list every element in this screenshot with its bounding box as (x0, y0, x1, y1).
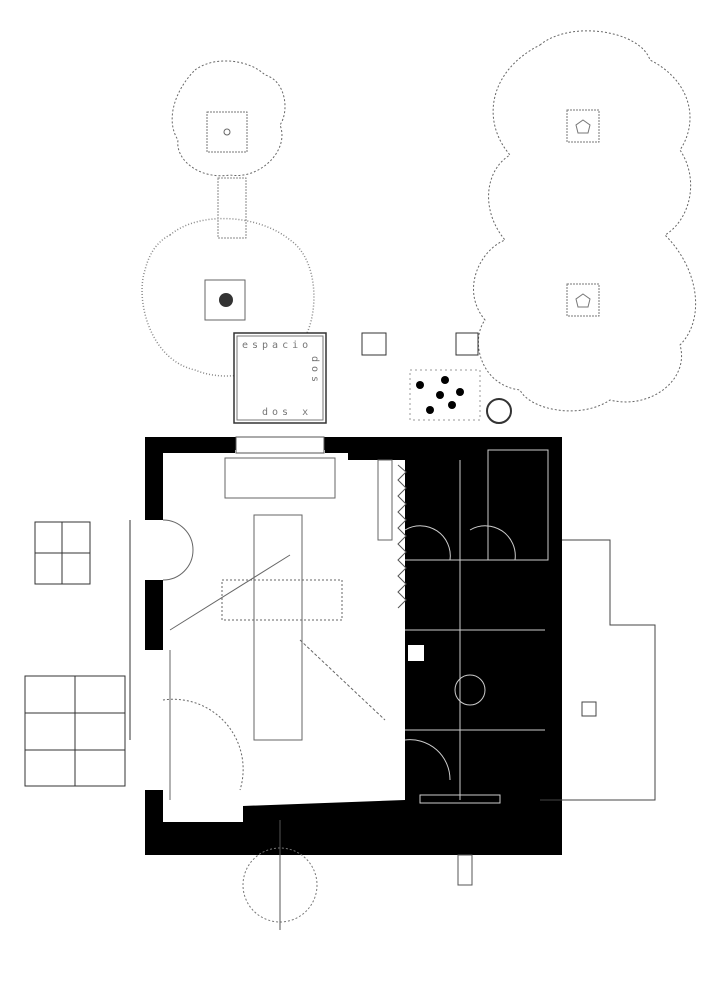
tree-canopy-large (473, 30, 697, 412)
tree-canopy-dense (141, 217, 315, 377)
plant-cluster (409, 369, 512, 424)
svg-text:dos x: dos x (262, 407, 312, 418)
door-swing (242, 847, 318, 923)
tree-pit (566, 109, 600, 143)
exterior-ramp-right (540, 539, 656, 801)
logo-sign: espacio dos dos x (233, 332, 327, 424)
tree-canopy-small (171, 60, 286, 177)
svg-text:espacio: espacio (242, 340, 312, 351)
tree-pit (566, 283, 600, 317)
svg-text:dos: dos (309, 356, 320, 386)
service-rooms (404, 449, 549, 804)
building-walls (145, 437, 562, 855)
main-room-furniture (162, 457, 393, 800)
exterior-furniture-left (24, 520, 131, 787)
